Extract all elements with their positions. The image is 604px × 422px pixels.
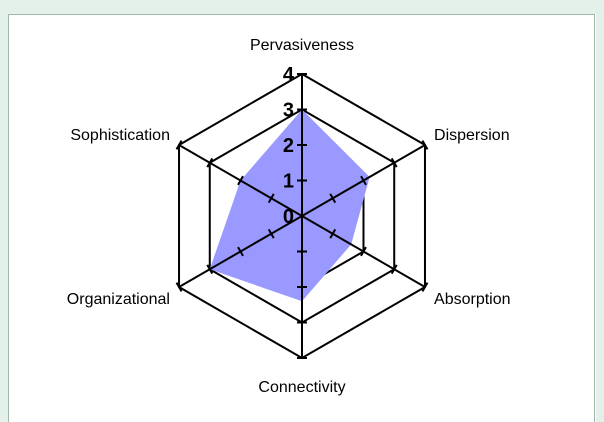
tick-label-1: 1: [283, 171, 294, 193]
tick-mark: [206, 157, 214, 168]
radar-axis-labels: PervasivenessDispersionAbsorptionConnect…: [67, 37, 511, 396]
tick-mark: [175, 282, 183, 292]
tick-mark: [390, 157, 398, 168]
tick-mark: [360, 246, 367, 257]
tick-mark: [237, 246, 244, 257]
tick-mark: [206, 264, 214, 275]
axis-label-sophistication: Sophistication: [70, 127, 170, 144]
tick-label-0: 0: [283, 206, 294, 228]
tick-mark: [421, 140, 429, 150]
radar-spokes: [178, 74, 426, 358]
tick-label-2: 2: [283, 135, 294, 157]
axis-label-absorption: Absorption: [434, 291, 511, 308]
axis-label-pervasiveness: Pervasiveness: [250, 37, 354, 54]
tick-mark: [329, 193, 337, 204]
series-area-0: [209, 109, 370, 302]
tick-label-3: 3: [283, 100, 294, 122]
tick-mark: [267, 228, 275, 239]
axis-label-connectivity: Connectivity: [258, 379, 345, 396]
tick-mark: [175, 140, 183, 150]
tick-mark: [421, 282, 429, 292]
tick-mark: [360, 175, 367, 186]
tick-mark: [390, 264, 398, 275]
tick-mark: [329, 228, 337, 239]
tick-mark: [267, 193, 275, 204]
radar-tick-marks: [175, 73, 429, 359]
tick-mark: [237, 175, 244, 186]
axis-label-dispersion: Dispersion: [434, 127, 510, 144]
chart-area: [8, 14, 595, 422]
radar-tick-labels: 0 1 2 3 4: [283, 64, 295, 228]
axis-label-organizational: Organizational: [67, 291, 170, 308]
tick-label-4: 4: [283, 64, 295, 86]
radar-series: [209, 109, 370, 302]
